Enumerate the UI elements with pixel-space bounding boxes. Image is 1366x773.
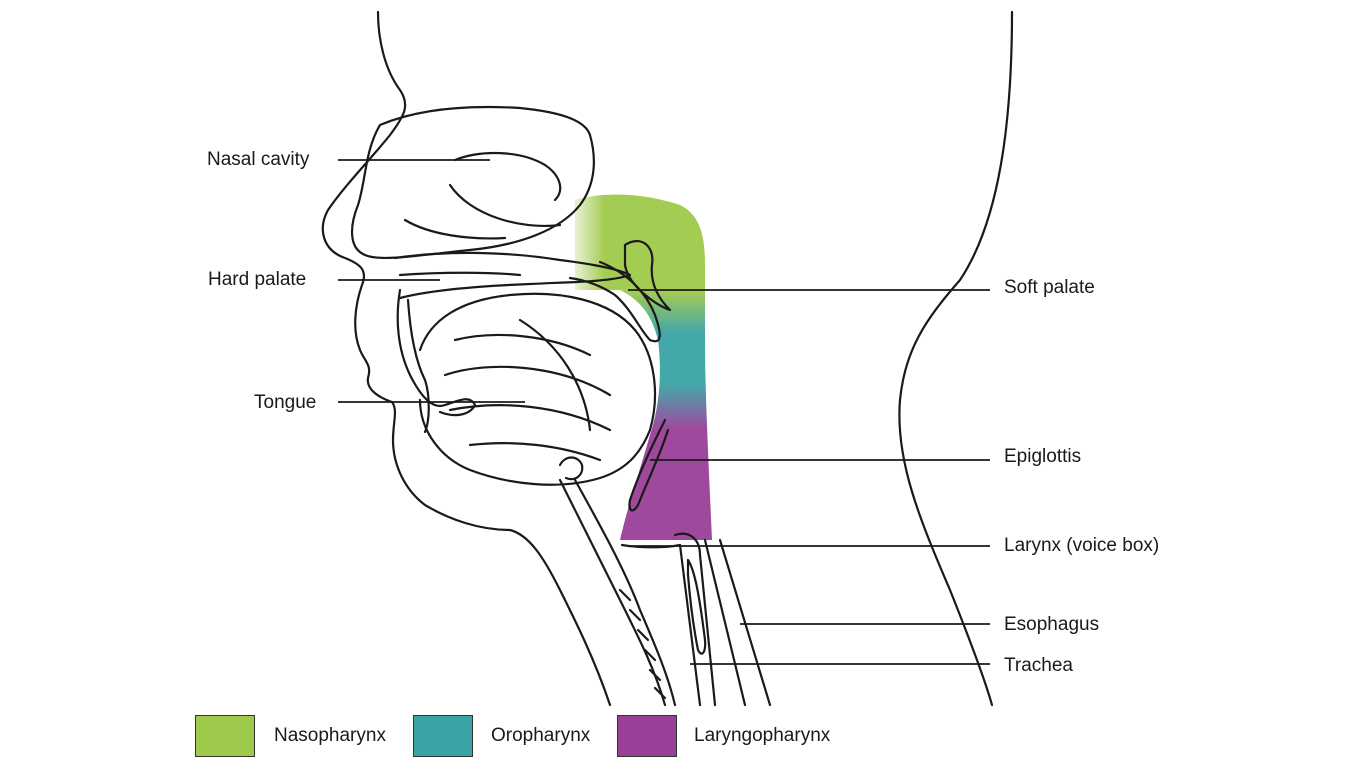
pharynx-region	[575, 194, 712, 541]
label-soft-palate: Soft palate	[1004, 277, 1095, 298]
label-hard-palate: Hard palate	[208, 269, 307, 290]
vertebrae	[618, 588, 667, 700]
epiglottis-outline	[628, 418, 670, 512]
label-larynx: Larynx (voice box)	[1004, 535, 1160, 556]
trachea-outline	[673, 532, 717, 707]
pharynx-fade	[565, 190, 605, 300]
label-esophagus: Esophagus	[1004, 614, 1100, 635]
trachea-inner	[686, 558, 707, 655]
hyoid-outline	[558, 456, 584, 481]
palate-lower	[398, 271, 522, 277]
esophagus-outline	[703, 538, 772, 707]
nasal-turbinates	[403, 152, 562, 240]
hard-palate-outline	[393, 251, 632, 300]
legend-swatch-laryngopharynx	[617, 715, 677, 757]
legend-swatch-oropharynx	[413, 715, 473, 757]
legend-label-laryngopharynx: Laryngopharynx	[694, 725, 831, 746]
label-tongue: Tongue	[254, 392, 317, 413]
face-profile-outline	[321, 10, 612, 707]
adenoid-outline	[623, 240, 672, 312]
tongue-striations	[443, 318, 612, 462]
label-epiglottis: Epiglottis	[1004, 446, 1082, 467]
label-nasal-cavity: Nasal cavity	[207, 149, 310, 170]
neck-back-outline	[898, 10, 1014, 707]
legend-swatch-nasopharynx	[195, 715, 255, 757]
label-trachea: Trachea	[1004, 655, 1073, 676]
legend-label-oropharynx: Oropharynx	[491, 725, 591, 746]
lips-teeth	[396, 288, 477, 434]
legend-label-nasopharynx: Nasopharynx	[274, 725, 386, 746]
nasal-cavity-outline	[351, 105, 595, 260]
oral-cavity-outline	[418, 292, 657, 486]
